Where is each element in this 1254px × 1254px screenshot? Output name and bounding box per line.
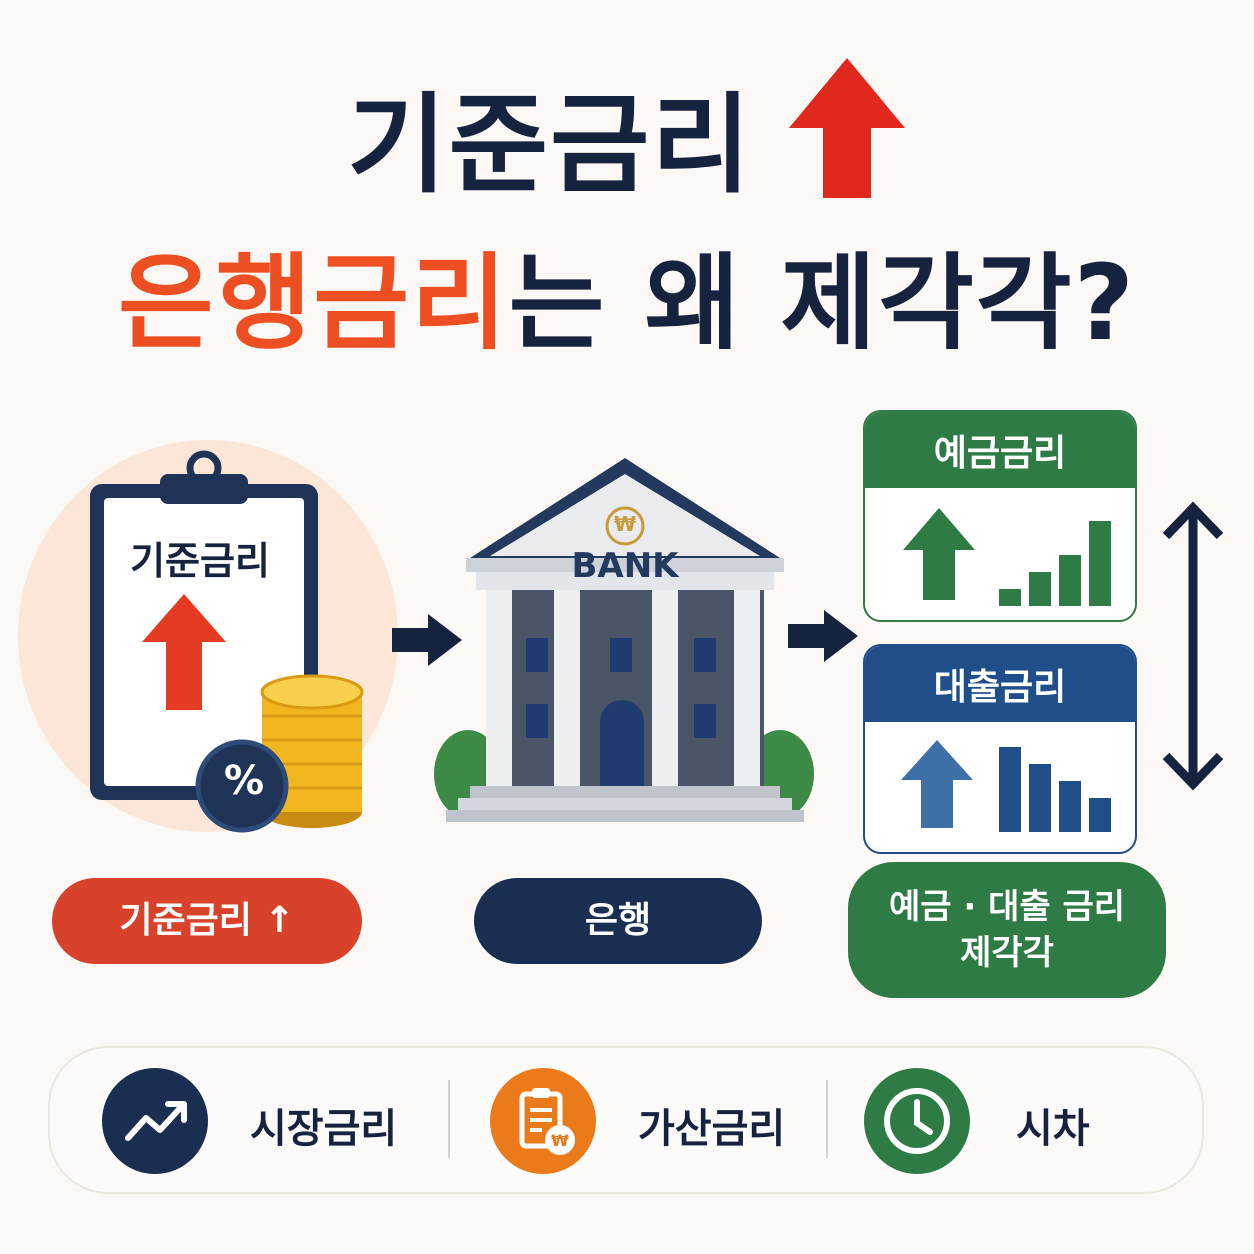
loan-rate-chart [901, 740, 1111, 832]
factor-label-spread-rate: 가산금리 [638, 1106, 786, 1152]
result-pill-line1: 예금 · 대출 금리 [888, 887, 1126, 927]
trend-up-icon [125, 1101, 187, 1141]
rate-bar [999, 589, 1021, 606]
result-pill-line2: 제각각 [960, 933, 1054, 973]
bank-building-illustration [434, 458, 814, 822]
double-arrow-icon [1162, 501, 1224, 791]
rate-bar [1059, 555, 1081, 606]
factor-bar [48, 1046, 1204, 1194]
rate-bar [999, 747, 1021, 832]
rate-bar [1029, 764, 1051, 832]
base-rate-pill: 기준금리 ↑ [52, 878, 362, 964]
clipboard-label: 기준금리 [130, 539, 270, 583]
factor-label-time-lag: 시차 [1016, 1106, 1090, 1152]
rate-bar [1029, 572, 1051, 606]
title-line-2: 은행금리는 왜 제각각? [0, 218, 1254, 369]
green-up-arrow-icon [903, 508, 975, 600]
bank-pill: 은행 [474, 878, 762, 964]
clipboard-won-icon: ₩ [519, 1088, 575, 1155]
deposit-rate-chart [903, 508, 1111, 606]
title-question: 는 왜 제각각? [508, 242, 1136, 364]
title-base-rate: 기준금리 [347, 83, 753, 208]
result-pill: 예금 · 대출 금리 제각각 [848, 862, 1166, 998]
bank-sign: BANK [571, 546, 679, 586]
rate-bar [1059, 781, 1081, 832]
blue-up-arrow-icon [901, 740, 973, 828]
factor-label-market-rate: 시장금리 [250, 1106, 398, 1152]
market-rate-circle [102, 1068, 208, 1174]
rate-bar [1089, 521, 1111, 606]
spread-rate-circle: ₩ [490, 1068, 596, 1174]
flow-arrow-icon [788, 610, 858, 662]
deposit-rate-card: 예금금리 [863, 410, 1137, 622]
divider [826, 1080, 828, 1158]
clock-icon [884, 1088, 950, 1154]
deposit-rate-label: 예금금리 [865, 412, 1135, 488]
time-lag-circle [864, 1068, 970, 1174]
title-line-1: 기준금리 [0, 58, 1254, 214]
title-bank-rate: 은행금리 [118, 242, 509, 364]
red-up-arrow-icon [788, 58, 905, 198]
flow-arrow-icon [392, 614, 462, 666]
rate-bar [1089, 798, 1111, 832]
clipboard-illustration [90, 450, 364, 833]
divider [448, 1080, 450, 1158]
loan-rate-label: 대출금리 [865, 646, 1135, 722]
percent-coin-label: % [223, 758, 265, 804]
svg-text:₩: ₩ [551, 1131, 569, 1150]
loan-rate-card: 대출금리 [863, 644, 1137, 854]
won-emblem: ₩ [613, 512, 637, 536]
